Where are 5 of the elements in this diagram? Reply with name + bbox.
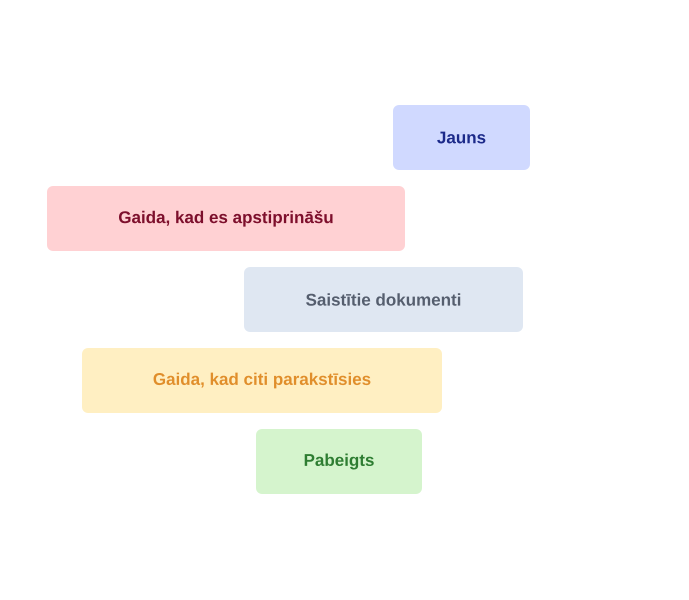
status-box: Gaida, kad citi parakstīsies <box>82 348 442 413</box>
status-box: Jauns <box>393 105 530 170</box>
status-box: Saistītie dokumenti <box>244 267 523 332</box>
status-box: Pabeigts <box>256 429 422 494</box>
status-box: Gaida, kad es apstiprināšu <box>47 186 405 251</box>
